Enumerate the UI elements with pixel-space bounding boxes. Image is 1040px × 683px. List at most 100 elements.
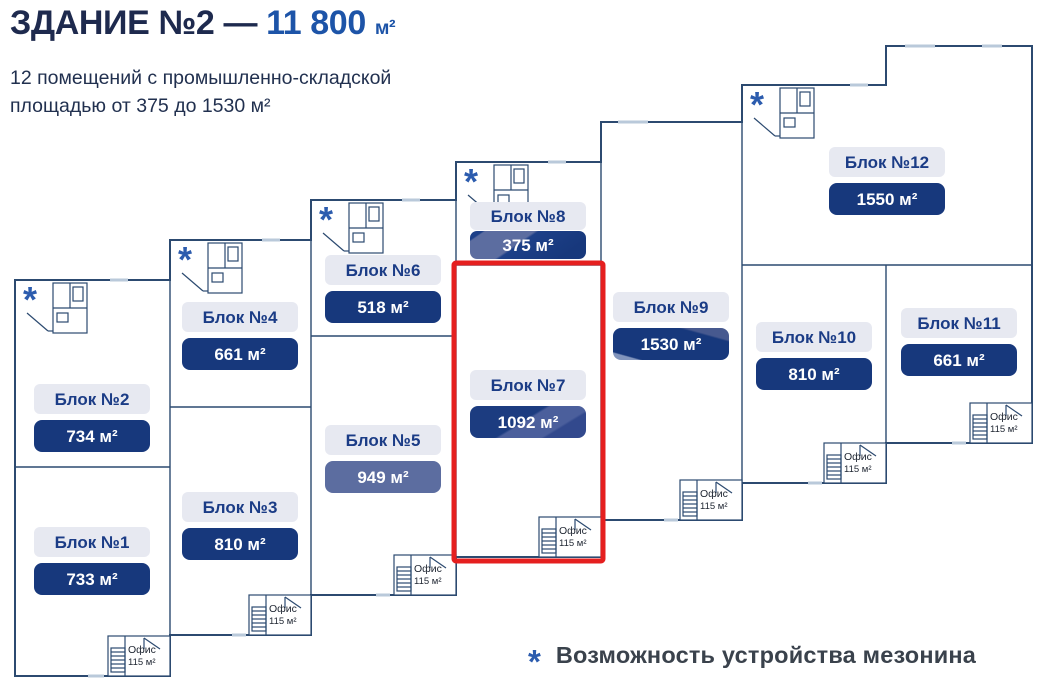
block-11-label-pill [901,308,1017,338]
block-10-label-pill [756,322,872,352]
block-8-label: Блок №8 [491,207,566,226]
office-unit: Офис 115 м² [823,442,887,484]
block-8-area-badge [470,231,586,259]
svg-text:Офис: Офис [559,525,587,537]
block-7-area: 1092 м² [498,413,559,432]
block-5[interactable]: Блок №5 949 м² [325,425,441,493]
svg-text:Офис: Офис [990,411,1018,423]
block-12-area: 1550 м² [857,190,918,209]
block-11-area-badge [901,344,1017,376]
block-12-label-pill [829,147,945,177]
block-1-label-pill [34,527,150,557]
block-9-label: Блок №9 [634,298,709,317]
office-unit: Офис 115 м² [248,594,312,636]
block-1[interactable]: Блок №1 733 м² [34,527,150,595]
block-8-label-pill [470,202,586,230]
mezzanine-note-text: Возможность устройства мезонина [555,642,977,668]
block-5-area-badge [325,461,441,493]
asterisk-icon: * [178,239,192,280]
block-5-label: Блок №5 [346,431,421,450]
block-3[interactable]: Блок №3 810 м² [182,492,298,560]
block-6[interactable]: Блок №6 518 м² [325,255,441,323]
office-unit: Офис 115 м² [538,516,602,558]
mezzanine-rooms: * * * * * [23,84,815,334]
block-3-label-pill [182,492,298,522]
selected-block-highlight [451,260,606,564]
blocks: Блок №2 734 м² Блок №1 733 м² Блок №4 66… [34,147,1017,595]
block-2-area: 734 м² [66,427,118,446]
page-title: ЗДАНИЕ №2 — 11 800 м² [10,4,396,43]
office-units: Офис 115 м² Офис 115 м² Офис 115 м² Офис… [107,402,1033,677]
svg-text:Офис: Офис [844,451,872,463]
block-4-area: 661 м² [214,345,266,364]
title-building: ЗДАНИЕ №2 — [10,4,258,42]
block-5-area: 949 м² [357,468,409,487]
block-9-area-badge [613,328,729,360]
block-12-area-badge [829,183,945,215]
block-6-label: Блок №6 [346,261,421,280]
page-subtitle: 12 помещений с промышленно-складской пло… [10,65,395,120]
block-3-area-badge [182,528,298,560]
asterisk-icon: * [23,279,37,320]
svg-text:115 м²: 115 м² [700,501,727,512]
block-12[interactable]: Блок №12 1550 м² [829,147,945,215]
subtitle-line-2: площадью от 375 до 1530 м² [10,94,271,117]
block-10-area: 810 м² [788,365,840,384]
block-10[interactable]: Блок №10 810 м² [756,322,872,390]
block-6-area: 518 м² [357,298,409,317]
block-2-label-pill [34,384,150,414]
svg-text:115 м²: 115 м² [559,538,586,549]
block-10-label: Блок №10 [772,328,856,347]
block-7-label-pill [470,370,586,400]
block-2-label: Блок №2 [55,390,130,409]
block-3-area: 810 м² [214,535,266,554]
block-8[interactable]: Блок №8 375 м² [470,202,586,259]
block-9-label-pill [613,292,729,322]
svg-text:Офис: Офис [414,563,442,575]
asterisk-icon: * [464,161,478,202]
block-1-area: 733 м² [66,570,118,589]
asterisk-icon: * [528,643,541,680]
block-4-label: Блок №4 [203,308,278,327]
title-area-unit: м² [374,17,396,39]
building-outline [14,45,1033,677]
svg-text:Офис: Офис [700,488,728,500]
mezzanine-note: * Возможность устройства мезонина [528,642,977,680]
office-unit: Офис 115 м² [969,402,1033,444]
svg-text:115 м²: 115 м² [844,464,871,475]
block-1-area-badge [34,563,150,595]
block-12-label: Блок №12 [845,153,929,172]
block-9[interactable]: Блок №9 1530 м² [613,292,729,360]
block-4-label-pill [182,302,298,332]
block-11[interactable]: Блок №11 661 м² [901,308,1017,376]
title-area-value: 11 800 [266,4,366,42]
svg-text:Офис: Офис [269,603,297,615]
block-8-area: 375 м² [502,236,554,255]
block-6-area-badge [325,291,441,323]
block-7[interactable]: Блок №7 1092 м² [470,370,586,438]
block-9-area: 1530 м² [641,335,702,354]
door-openings [88,44,1002,678]
svg-text:115 м²: 115 м² [414,576,441,587]
block-10-area-badge [756,358,872,390]
svg-text:115 м²: 115 м² [269,616,296,627]
block-3-label: Блок №3 [203,498,278,517]
svg-text:Офис: Офис [128,644,156,656]
block-6-label-pill [325,255,441,285]
office-unit: Офис 115 м² [393,554,457,596]
office-unit: Офис 115 м² [679,479,743,521]
block-4[interactable]: Блок №4 661 м² [182,302,298,370]
block-7-label: Блок №7 [491,376,566,395]
block-7-area-badge [470,406,586,438]
asterisk-icon: * [750,84,764,125]
block-2[interactable]: Блок №2 734 м² [34,384,150,452]
office-unit: Офис 115 м² [107,635,171,677]
block-2-area-badge [34,420,150,452]
svg-text:115 м²: 115 м² [128,657,155,668]
asterisk-icon: * [319,199,333,240]
header: ЗДАНИЕ №2 — 11 800 м² 12 помещений с про… [10,4,396,120]
block-5-label-pill [325,425,441,455]
subtitle-line-1: 12 помещений с промышленно-складской [10,67,392,90]
block-11-area: 661 м² [933,351,985,370]
